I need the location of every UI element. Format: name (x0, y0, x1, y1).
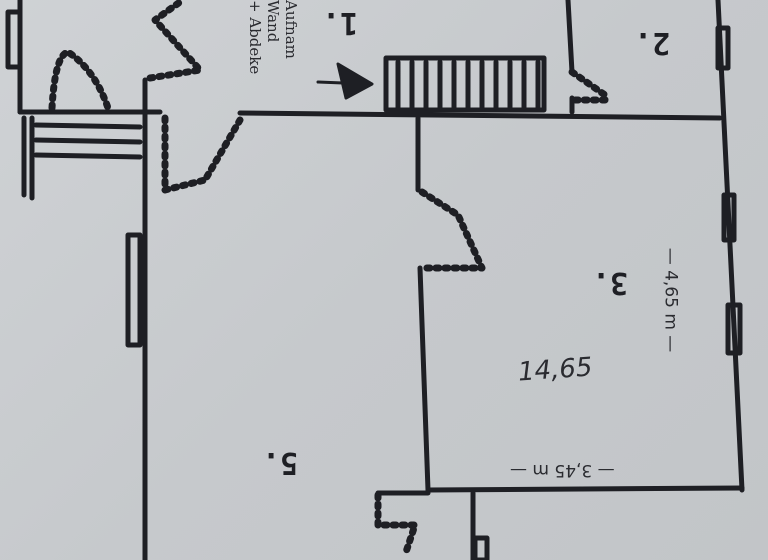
windows (5, 9, 743, 560)
entry-arrow-icon (316, 62, 374, 100)
dimension-horizontal: — 3,45 m — (510, 460, 615, 480)
doors (48, 0, 609, 559)
stairs-left-icon (21, 115, 143, 201)
handwritten-note: Aufnam Wand + Abdeke (246, 0, 300, 74)
room-label-left: 5. (262, 445, 299, 480)
note-line-3: + Abdeke (246, 0, 264, 75)
area-label: 14,65 (517, 352, 594, 388)
note-line-2: Wand (264, 0, 282, 43)
walls (17, 0, 745, 560)
note-line-1: Aufnam (282, 0, 300, 59)
room-label-top-right: 2. (634, 25, 671, 60)
room-label-top-center: 1. (322, 5, 359, 40)
stairs-top-icon (383, 55, 547, 113)
room-label-right: 3. (592, 265, 629, 300)
dimension-vertical: — 4,65 m — (660, 247, 681, 353)
